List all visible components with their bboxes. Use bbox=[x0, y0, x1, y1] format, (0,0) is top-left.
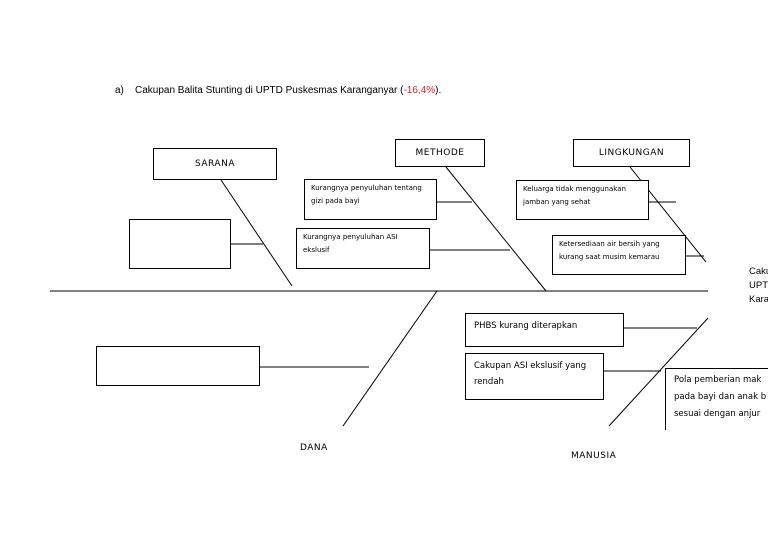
bone-manusia bbox=[608, 317, 709, 427]
cause-dana-empty bbox=[96, 346, 260, 386]
category-manusia: MANUSIA bbox=[571, 451, 617, 461]
heading-suffix: ). bbox=[435, 85, 442, 96]
cause-manusia-3: Pola pemberian mak pada bayi dan anak b … bbox=[665, 368, 768, 430]
cause-manusia-3-line3: sesuai dengan anjur bbox=[674, 409, 761, 419]
cause-methode-2: Kurangnya penyuluhan ASI ekslusif bbox=[296, 228, 430, 269]
bone-sarana bbox=[220, 179, 293, 287]
category-methode: METHODE bbox=[395, 139, 485, 167]
cause-manusia-3-line2: pada bayi dan anak b bbox=[674, 392, 767, 402]
cause-methode-1: Kurangnya penyuluhan tentang gizi pada b… bbox=[304, 179, 437, 220]
cause-lingkungan-1: Keluarga tidak menggunakan jamban yang s… bbox=[516, 180, 649, 220]
bone-dana bbox=[342, 290, 438, 427]
cause-manusia-2: Cakupan ASI ekslusif yang rendah bbox=[465, 353, 604, 400]
heading-prefix: a) bbox=[115, 85, 124, 96]
effect-line2: UPTD bbox=[749, 280, 768, 291]
category-dana: DANA bbox=[300, 443, 328, 453]
effect-text: Caku UPTD Karan bbox=[749, 265, 768, 307]
diagram-heading: a) Cakupan Balita Stunting di UPTD Puskes… bbox=[115, 85, 441, 96]
category-sarana: SARANA bbox=[153, 148, 277, 180]
cause-manusia-1: PHBS kurang diterapkan bbox=[465, 313, 624, 347]
heading-text: Cakupan Balita Stunting di UPTD Puskesma… bbox=[135, 85, 404, 96]
cause-lingkungan-2: Ketersediaan air bersih yang kurang saat… bbox=[552, 235, 686, 275]
heading-percent: -16,4% bbox=[403, 85, 436, 96]
effect-line1: Caku bbox=[749, 266, 768, 277]
bone-methode bbox=[445, 166, 547, 292]
cause-sarana-empty bbox=[129, 219, 231, 269]
cause-manusia-3-line1: Pola pemberian mak bbox=[674, 375, 762, 385]
category-lingkungan: LINGKUNGAN bbox=[573, 139, 690, 167]
effect-line3: Karan bbox=[749, 294, 768, 305]
